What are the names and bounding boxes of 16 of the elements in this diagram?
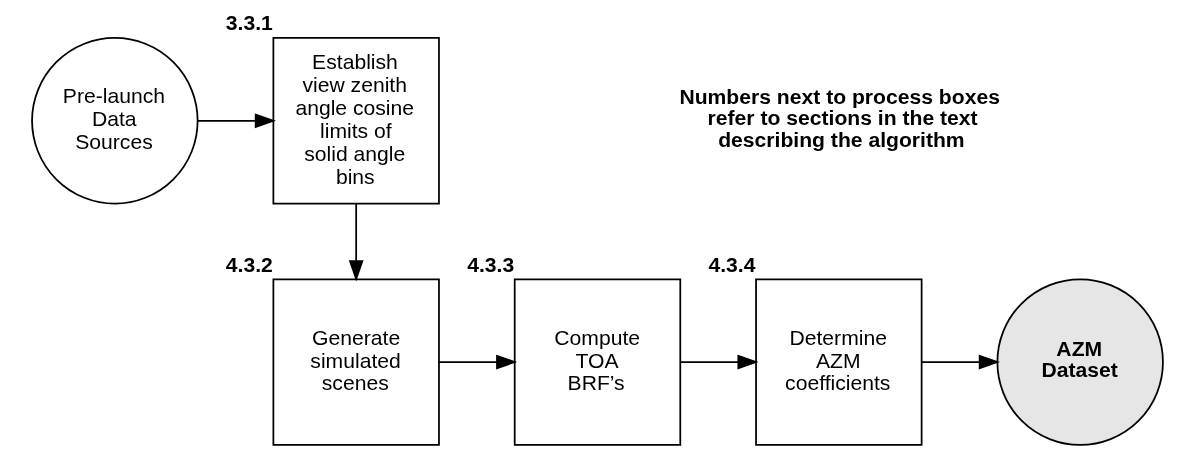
arrow (348, 202, 364, 282)
node-label: 3.3.1 (225, 11, 273, 35)
node-label: 4.3.3 (466, 252, 514, 276)
node-box: Determine AZM coefficients (754, 278, 922, 446)
node-label: 4.3.2 (225, 252, 273, 276)
arrow (679, 354, 759, 370)
arrow (920, 354, 1000, 370)
node-box: Generate simulated scenes (272, 278, 440, 446)
node-circle: Pre-launch Data Sources (30, 37, 198, 205)
arrow (196, 113, 276, 129)
node-label: 4.3.4 (707, 252, 755, 276)
arrow (437, 354, 517, 370)
label: Numbers next to process boxes refer to sections in the text describing the algorithm (678, 85, 1000, 151)
node-circle: AZM Dataset (996, 278, 1164, 446)
node-box: Establish view zenith angle cosine limits of solid angle bins (272, 37, 440, 205)
node-box: Compute TOA BRF’s (513, 278, 681, 446)
